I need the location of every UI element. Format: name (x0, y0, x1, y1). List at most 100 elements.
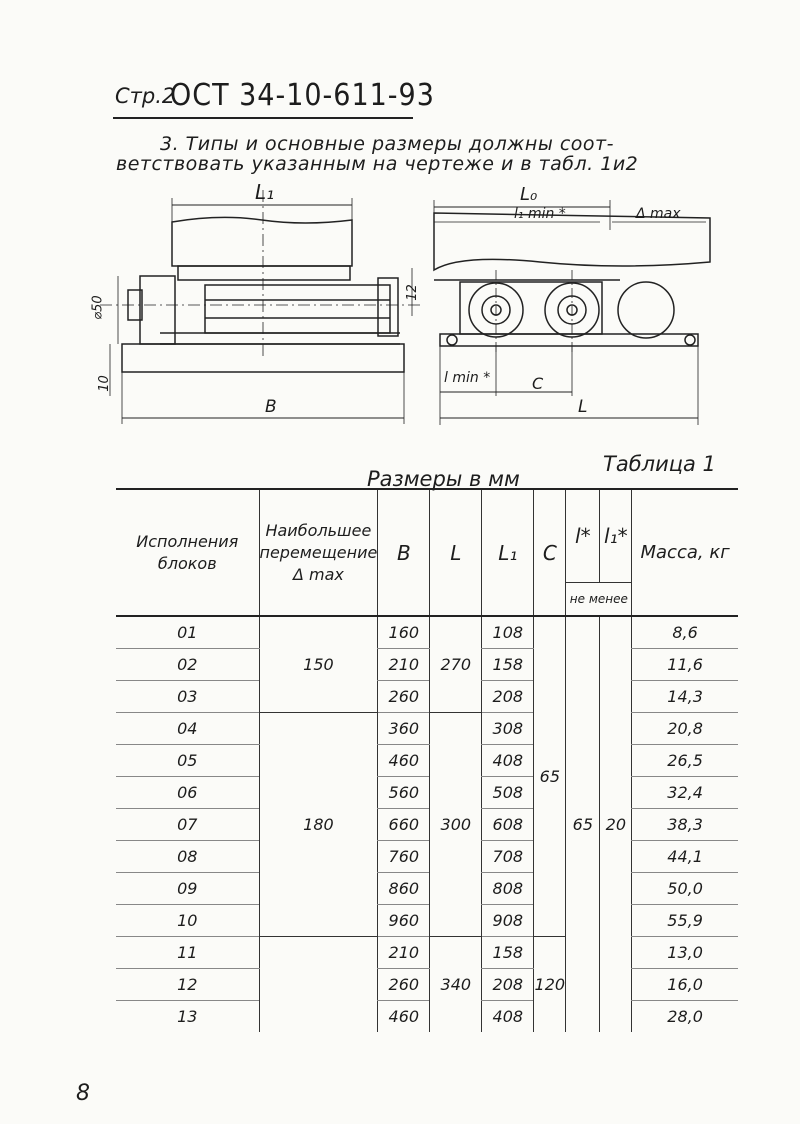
th-min: не менее (565, 582, 632, 616)
cell-mass: 14,3 (631, 680, 738, 713)
right-frame (459, 281, 603, 335)
cell-L1: 608 (481, 808, 534, 841)
technical-drawing (100, 190, 711, 425)
cell-L1: 408 (481, 1000, 534, 1032)
cell-mass: 50,0 (631, 872, 738, 905)
cell-L1: 108 (481, 616, 534, 649)
table-row: 05 460 408 26,5 (116, 744, 738, 777)
left-upper-beam (171, 216, 353, 267)
cell-move-180: 180 (258, 712, 378, 937)
cell-L1: 508 (481, 776, 534, 809)
label-d50: ⌀50 (90, 295, 106, 320)
cell-mass: 28,0 (631, 1000, 738, 1032)
cell-B: 210 (377, 936, 430, 969)
cell-B: 210 (377, 648, 430, 681)
cell-L1: 808 (481, 872, 534, 905)
cell-B: 460 (377, 744, 430, 777)
th-B: B (377, 489, 430, 616)
table-row: 11 210 340 158 120 13,0 (116, 936, 738, 1032)
th-L1: L₁ (481, 489, 534, 616)
cell-mass: 13,0 (631, 936, 738, 969)
cell-mass: 32,4 (631, 776, 738, 809)
cell-L1: 908 (481, 904, 534, 937)
table-row: 13 460 408 28,0 (116, 1000, 738, 1032)
left-flange (139, 275, 176, 345)
cell-exec: 13 (177, 1006, 198, 1026)
cell-move-empty (258, 936, 378, 1032)
cell-L1: 408 (481, 744, 534, 777)
label-L: L (578, 397, 588, 417)
cell-exec: 09 (116, 872, 259, 905)
cell-L1: 208 (481, 968, 534, 1001)
cell-mass: 44,1 (631, 840, 738, 873)
table-row: 12 260 208 16,0 (116, 968, 738, 1001)
dimensions-table: Исполнения блоков Наибольшее перемещение… (116, 488, 738, 1032)
cell-mass: 11,6 (631, 648, 738, 681)
cell-L1: 158 (481, 936, 534, 969)
cell-exec: 07 (116, 808, 259, 841)
label-L0: L₀ (520, 184, 538, 205)
caption-table-number: Таблица 1 (603, 452, 716, 476)
table-row: 07 660 608 38,3 (116, 808, 738, 841)
table-row: 06 560 508 32,4 (116, 776, 738, 809)
cell-exec: 10 (116, 904, 259, 937)
table-row: 02 210 158 11,6 (116, 648, 738, 681)
cell-B: 260 (377, 968, 430, 1001)
cell-mass: 8,6 (631, 616, 738, 649)
cell-L1: 708 (481, 840, 534, 873)
cell-L-300: 300 (429, 712, 482, 937)
label-L1: L₁ (255, 180, 275, 204)
th-C: C (533, 489, 566, 616)
table-row: 10 960 908 55,9 (116, 904, 738, 937)
th-L: L (429, 489, 482, 616)
cell-exec: 12 (116, 968, 259, 1001)
paragraph-line-1: 3. Типы и основные размеры должны соот- (160, 133, 614, 155)
left-roller-body (204, 284, 391, 334)
th-l1: l₁* (599, 489, 632, 583)
caption-dimensions: Размеры в мм (367, 467, 520, 491)
cell-B: 460 (377, 1000, 430, 1032)
cell-exec: 03 (116, 680, 259, 713)
cell-exec: 04 (116, 712, 259, 745)
cell-B: 960 (377, 904, 430, 937)
table-row: 04 180 360 300 308 20,8 (116, 712, 738, 937)
label-12: 12 (404, 284, 420, 301)
table-row: 01 150 160 270 108 65 65 20 8,6 (116, 616, 738, 1032)
cell-C-120: 120 (533, 936, 566, 1032)
table-row: 09 860 808 50,0 (116, 872, 738, 905)
header-underline (113, 117, 413, 119)
cell-mass: 16,0 (631, 968, 738, 1001)
page-number: 8 (76, 1081, 90, 1106)
label-10: 10 (96, 375, 112, 392)
table-row: 08 760 708 44,1 (116, 840, 738, 873)
paragraph-line-2: ветствовать указанным на чертеже и в таб… (116, 153, 639, 175)
cell-B: 260 (377, 680, 430, 713)
label-C: C (532, 374, 544, 393)
label-B: B (265, 397, 277, 417)
cell-exec: 01 (116, 616, 259, 649)
cell-B: 760 (377, 840, 430, 873)
right-base-plate (439, 333, 699, 347)
cell-mass: 55,9 (631, 904, 738, 937)
roller-3 (617, 281, 675, 339)
cell-C-65: 65 (533, 616, 566, 937)
cell-exec: 02 (116, 648, 259, 681)
label-l1min: l₁ min * (514, 206, 566, 222)
th-l: l* (565, 489, 600, 583)
table-row: 03 260 208 14,3 (116, 680, 738, 713)
cell-L-270: 270 (429, 616, 482, 713)
cell-L1: 208 (481, 680, 534, 713)
label-lmin: l min * (444, 370, 491, 386)
cell-B: 560 (377, 776, 430, 809)
page-prefix: Стр.2 (115, 84, 176, 108)
cell-B: 360 (377, 712, 430, 745)
th-mass: Масса, кг (631, 489, 738, 616)
cell-B: 860 (377, 872, 430, 905)
label-delta-max: Δ max (636, 206, 681, 222)
cell-B: 160 (377, 616, 430, 649)
cell-B: 660 (377, 808, 430, 841)
th-exec: Исполнения блоков (136, 531, 239, 573)
cell-exec: 11 (116, 936, 259, 969)
right-upper-beam (433, 212, 711, 272)
cell-exec: 05 (116, 744, 259, 777)
